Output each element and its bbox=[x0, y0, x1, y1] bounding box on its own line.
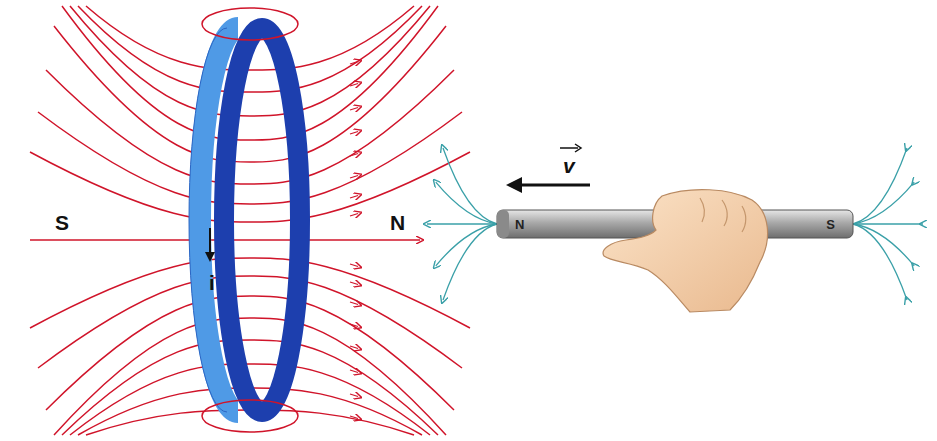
field-arrow bbox=[350, 416, 358, 419]
current-label: i bbox=[209, 272, 215, 293]
field-line bbox=[38, 112, 462, 204]
hand-fingers bbox=[700, 198, 746, 232]
magnet-field-line bbox=[853, 148, 907, 224]
wire-field-loop bbox=[202, 400, 298, 432]
field-arrow bbox=[350, 84, 358, 87]
field-arrow bbox=[350, 132, 358, 135]
field-arrow bbox=[350, 62, 358, 65]
field-arrow bbox=[350, 154, 358, 157]
field-arrow bbox=[350, 108, 358, 111]
loop-edge bbox=[189, 28, 227, 412]
field-arrow bbox=[350, 214, 358, 217]
magnet-field-line bbox=[853, 224, 907, 300]
field-arrow bbox=[350, 324, 358, 327]
field-arrow bbox=[350, 346, 358, 349]
pole-label: N bbox=[390, 212, 405, 233]
wire-field-loop bbox=[202, 8, 298, 40]
magnet-field-line bbox=[427, 223, 497, 224]
vector-sign bbox=[560, 147, 578, 149]
field-arrow bbox=[350, 282, 358, 285]
hand bbox=[603, 190, 767, 312]
velocity-label: v bbox=[563, 155, 575, 176]
magnet-field-line bbox=[853, 224, 914, 266]
field-arrow bbox=[350, 302, 358, 305]
pole-label: S bbox=[55, 212, 69, 233]
pole-label: N bbox=[515, 218, 524, 231]
magnet-field-line bbox=[853, 223, 923, 224]
field-arrow bbox=[350, 196, 358, 199]
velocity-arrow bbox=[518, 184, 590, 187]
loop-front bbox=[200, 28, 238, 412]
loop-field-lines bbox=[30, 6, 470, 435]
magnet-box: NS bbox=[497, 210, 853, 238]
field-line bbox=[70, 364, 430, 435]
field-arrow bbox=[350, 264, 358, 267]
magnet-field-line bbox=[443, 224, 497, 300]
current-arrowhead bbox=[205, 252, 215, 262]
magnet-field-line bbox=[436, 182, 497, 224]
magnet-field-line bbox=[443, 148, 497, 224]
field-arrow bbox=[350, 394, 358, 397]
magnet-end bbox=[497, 210, 509, 238]
pole-label: S bbox=[826, 218, 835, 231]
velocity-arrowhead bbox=[506, 177, 522, 193]
magnet-field-line bbox=[853, 182, 914, 224]
vector-sign-head bbox=[575, 144, 581, 152]
field-arrow bbox=[350, 176, 358, 179]
field-arrow bbox=[350, 370, 358, 373]
magnet-field-line bbox=[436, 224, 497, 266]
field-line bbox=[38, 276, 462, 368]
loop-back bbox=[224, 28, 300, 412]
